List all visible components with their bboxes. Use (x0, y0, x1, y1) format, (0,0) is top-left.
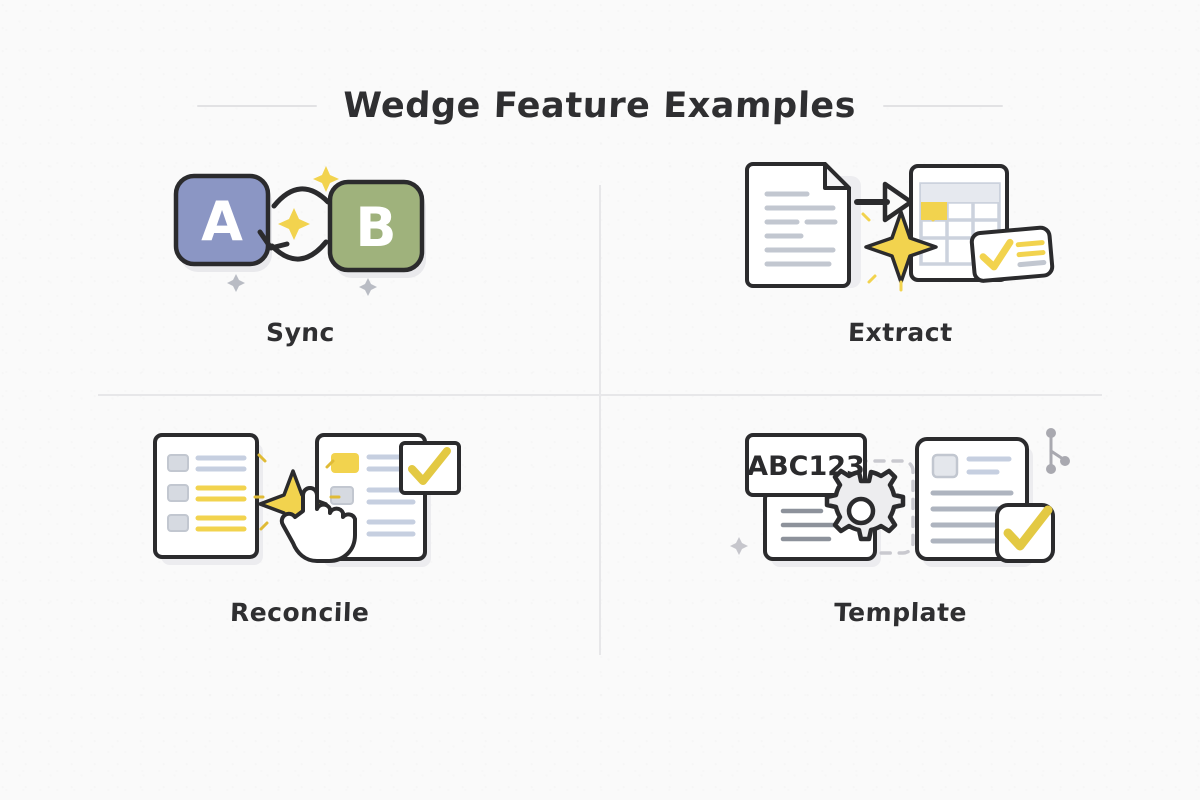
extract-sparkle (861, 210, 941, 292)
sync-illustration: A B (150, 150, 450, 300)
sync-tile-a: A (173, 173, 271, 267)
template-illustration: ABC123 (725, 418, 1075, 580)
title-rule-right (882, 105, 1003, 107)
feature-label-reconcile: Reconcile (229, 598, 371, 627)
feature-label-sync: Sync (265, 318, 335, 347)
feature-label-template: Template (832, 598, 967, 627)
svg-text:A: A (201, 190, 243, 253)
extract-source-document (745, 162, 851, 288)
reconcile-check-card (399, 441, 461, 495)
template-svg: ABC123 (730, 428, 1070, 567)
feature-panel-reconcile[interactable]: Reconcile (0, 394, 600, 670)
template-dashed-placeholder (845, 459, 915, 555)
extract-svg (745, 162, 1055, 292)
feature-panel-template[interactable]: ABC123 (600, 394, 1200, 670)
feature-label-extract: Extract (847, 318, 953, 347)
grid-divider-vertical (599, 185, 601, 655)
reconcile-hand-pointer (279, 486, 357, 563)
feature-grid: A B (0, 150, 1200, 670)
reconcile-svg (153, 433, 461, 567)
sync-svg: A B (173, 166, 426, 296)
reconcile-left-card (153, 433, 259, 559)
extract-check-card (969, 225, 1055, 283)
template-gear-icon (824, 468, 906, 542)
sync-arrow-bottom (257, 229, 329, 262)
extract-illustration (735, 150, 1065, 300)
feature-panel-sync[interactable]: A B (0, 150, 600, 394)
sync-arrow-top (271, 186, 331, 209)
sync-sparkles (227, 166, 377, 296)
template-branch-node-icon (1046, 428, 1070, 474)
extract-arrow-right (854, 181, 914, 223)
template-sparkle (730, 537, 748, 555)
sync-tile-b: B (327, 179, 425, 273)
template-check-badge (995, 503, 1055, 563)
page-title: Wedge Feature Examples (342, 86, 858, 126)
reconcile-illustration (135, 418, 465, 580)
svg-text:B: B (355, 196, 396, 259)
page-header: Wedge Feature Examples (0, 86, 1200, 126)
title-rule-left (197, 105, 318, 107)
feature-panel-extract[interactable]: Extract (600, 150, 1200, 394)
